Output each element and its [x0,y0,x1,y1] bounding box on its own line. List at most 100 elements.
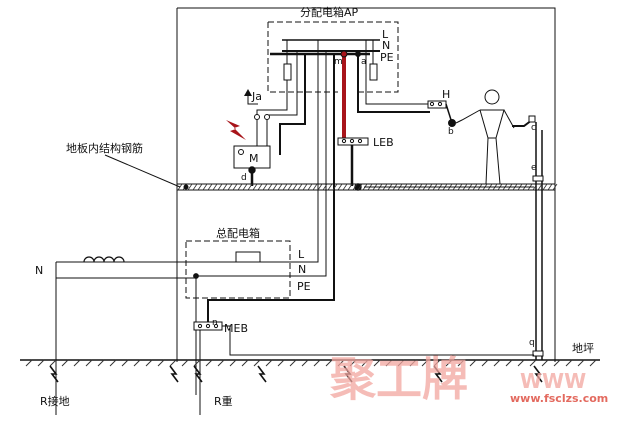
point-c-label: c [531,123,536,133]
rebar-hatch [187,183,193,191]
h-label: H [442,88,450,101]
ground-hatch [457,359,465,367]
ground-hatch [181,359,189,367]
ground-hatch [265,359,273,367]
ground-hatch [493,359,501,367]
main-box-title: 总配电箱 [216,226,260,240]
meb-label: MEB [224,322,248,335]
motor-l-wire [256,80,288,117]
motor-pe-wire [279,54,306,155]
ground-floor-label: 地坪 [572,342,594,355]
point-e-label: e [531,163,537,173]
ground-hatch [109,359,117,367]
ground-hatch [325,359,333,367]
rebar-hatch [552,183,558,191]
watermark-www: WWW [520,369,586,393]
main-pe-to-meb [207,290,335,322]
ground-hatch [505,359,513,367]
ap-box-dashed-left [267,22,338,93]
ground-hatch [577,359,585,367]
rebar-hatch [327,183,333,191]
main-l-out [260,253,319,263]
ground-hatch [169,359,177,367]
leb-terminal-2 [349,138,355,144]
ground-electrode-icon [193,365,203,383]
h-terminal-2 [437,101,443,107]
rebar-bond-left [183,184,189,190]
rebar-hatch [352,183,358,191]
ground-hatch [337,359,345,367]
floor-rebar-label: 地板内结构钢筋 [66,141,143,155]
supply-inductor-icon [83,256,125,263]
rebar-hatch [292,183,298,191]
ground-hatch [313,359,321,367]
rebar-hatch [322,183,328,191]
watermark-brand: 聚工牌 [329,352,468,406]
rebar-hatch [212,183,218,191]
rebar-hatch [307,183,313,191]
rebar-hatch [247,183,253,191]
ground-hatch [301,359,309,367]
point-a-label: a [361,57,367,67]
rebar-hatch [312,183,318,191]
ground-hatch [157,359,165,367]
pipe-bond-q [532,350,544,357]
point-n-label: n [212,318,218,328]
ground-hatch [469,359,477,367]
r-ground-label: R接地 [40,395,70,408]
ja-label: Ja [251,90,262,103]
ground-hatch [253,359,261,367]
rebar-hatch [542,183,548,191]
main-label-l: L [298,248,305,261]
meb-terminal-2 [205,323,211,329]
rebar-hatch [532,183,538,191]
rebar-hatch [297,183,303,191]
ap-box-title: 分配电箱AP [300,5,359,19]
ground-hatch [481,359,489,367]
point-q-label: q [529,338,535,348]
watermark-url: www.fsclzs.com [510,392,608,405]
ground-hatch [445,359,453,367]
rebar-hatch [237,183,243,191]
ground-hatch [421,359,429,367]
bus-label-n: N [382,39,390,52]
ground-hatch [589,359,597,367]
rebar-hatch [257,183,263,191]
motor-label: M [249,152,259,165]
ground-hatch [133,359,141,367]
rebar-hatch [537,183,543,191]
ground-hatch [397,359,405,367]
building-outline-top [177,7,556,190]
ground-hatch [385,359,393,367]
faucet-valve-icon [528,115,536,123]
main-fuse [235,251,261,263]
rebar-hatch [332,183,338,191]
ground-hatch [541,359,549,367]
ground-hatch [529,359,537,367]
rebar-hatch [287,183,293,191]
motor-pe-terminal [238,149,244,155]
rebar-hatch [317,183,323,191]
rebar-hatch [547,183,553,191]
ground-hatch [85,359,93,367]
motor-n-wire [266,51,298,117]
rebar-hatch [232,183,238,191]
main-label-n: N [298,263,306,276]
ground-hatch [349,359,357,367]
leb-terminal-3 [357,138,363,144]
ground-electrode-icon [169,365,179,383]
ground-hatch [73,359,81,367]
ground-hatch [553,359,561,367]
rebar-hatch [282,183,288,191]
ground-hatch [277,359,285,367]
rebar-hatch [337,183,343,191]
ground-electrode-icon [343,365,353,383]
ground-hatch [49,359,57,367]
rebar-hatch [357,183,363,191]
ground-hatch [229,359,237,367]
rebar-hatch [222,183,228,191]
meb-terminal-1 [197,323,203,329]
point-m-label: m [334,57,343,67]
fuse-right [369,63,378,81]
